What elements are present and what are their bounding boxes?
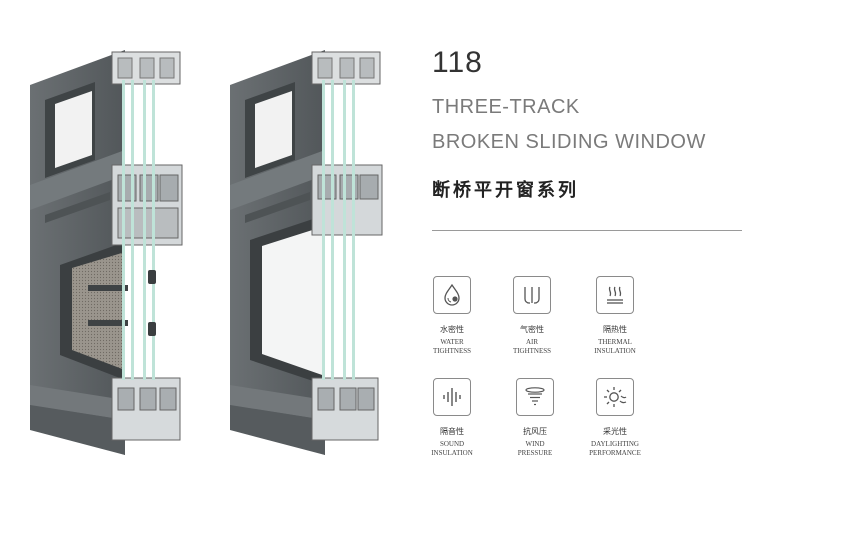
divider (432, 230, 742, 231)
glass-pane (122, 80, 125, 380)
glass-pane (143, 80, 146, 380)
sun-icon (596, 378, 634, 416)
sound-wave-icon (433, 378, 471, 416)
feature-label-cn: 气密性 (520, 325, 544, 334)
product-title-line2: BROKEN SLIDING WINDOW (432, 131, 706, 153)
feature-thermal-insulation: 隔热性 THERMAL INSULATION (570, 276, 660, 356)
product-title-line1: THREE-TRACK (432, 96, 580, 118)
feature-label-en: THERMAL INSULATION (594, 338, 636, 355)
feature-label-cn: 隔热性 (603, 325, 627, 334)
product-title-cn: 断桥平开窗系列 (432, 180, 579, 201)
feature-daylighting-performance: 采光性 DAYLIGHTING PERFORMANCE (570, 378, 660, 458)
glass-pane (131, 80, 134, 380)
profile-without-screen (230, 50, 383, 455)
feature-label-cn: 采光性 (603, 427, 627, 436)
glass-pane (352, 80, 355, 380)
feature-label-en: DAYLIGHTING PERFORMANCE (589, 440, 641, 457)
screen-mesh (72, 252, 125, 370)
tornado-icon (516, 378, 554, 416)
profile-with-screen (30, 50, 183, 455)
feature-sound-insulation: 隔音性 SOUND INSULATION (407, 378, 497, 458)
glass-pane (152, 80, 155, 380)
feature-label-en: SOUND INSULATION (431, 440, 473, 457)
feature-wind-pressure: 抗风压 WIND PRESSURE (490, 378, 580, 458)
feature-label-en: WATER TIGHTNESS (432, 338, 472, 355)
glass-pane (343, 80, 346, 380)
product-number: 118 (432, 46, 483, 79)
feature-label-cn: 隔音性 (440, 427, 464, 436)
feature-label-en: AIR TIGHTNESS (512, 338, 552, 355)
heat-waves-icon (596, 276, 634, 314)
feature-air-tightness: 气密性 AIR TIGHTNESS (487, 276, 577, 356)
feature-water-tightness: 水密性 WATER TIGHTNESS (407, 276, 497, 356)
air-flow-icon (513, 276, 551, 314)
feature-label-cn: 抗风压 (523, 427, 547, 436)
window-profile-illustrations (30, 50, 383, 455)
glass-pane (322, 80, 325, 380)
water-drop-icon (433, 276, 471, 314)
feature-label-cn: 水密性 (440, 325, 464, 334)
glass-pane (331, 80, 334, 380)
feature-label-en: WIND PRESSURE (517, 440, 553, 457)
